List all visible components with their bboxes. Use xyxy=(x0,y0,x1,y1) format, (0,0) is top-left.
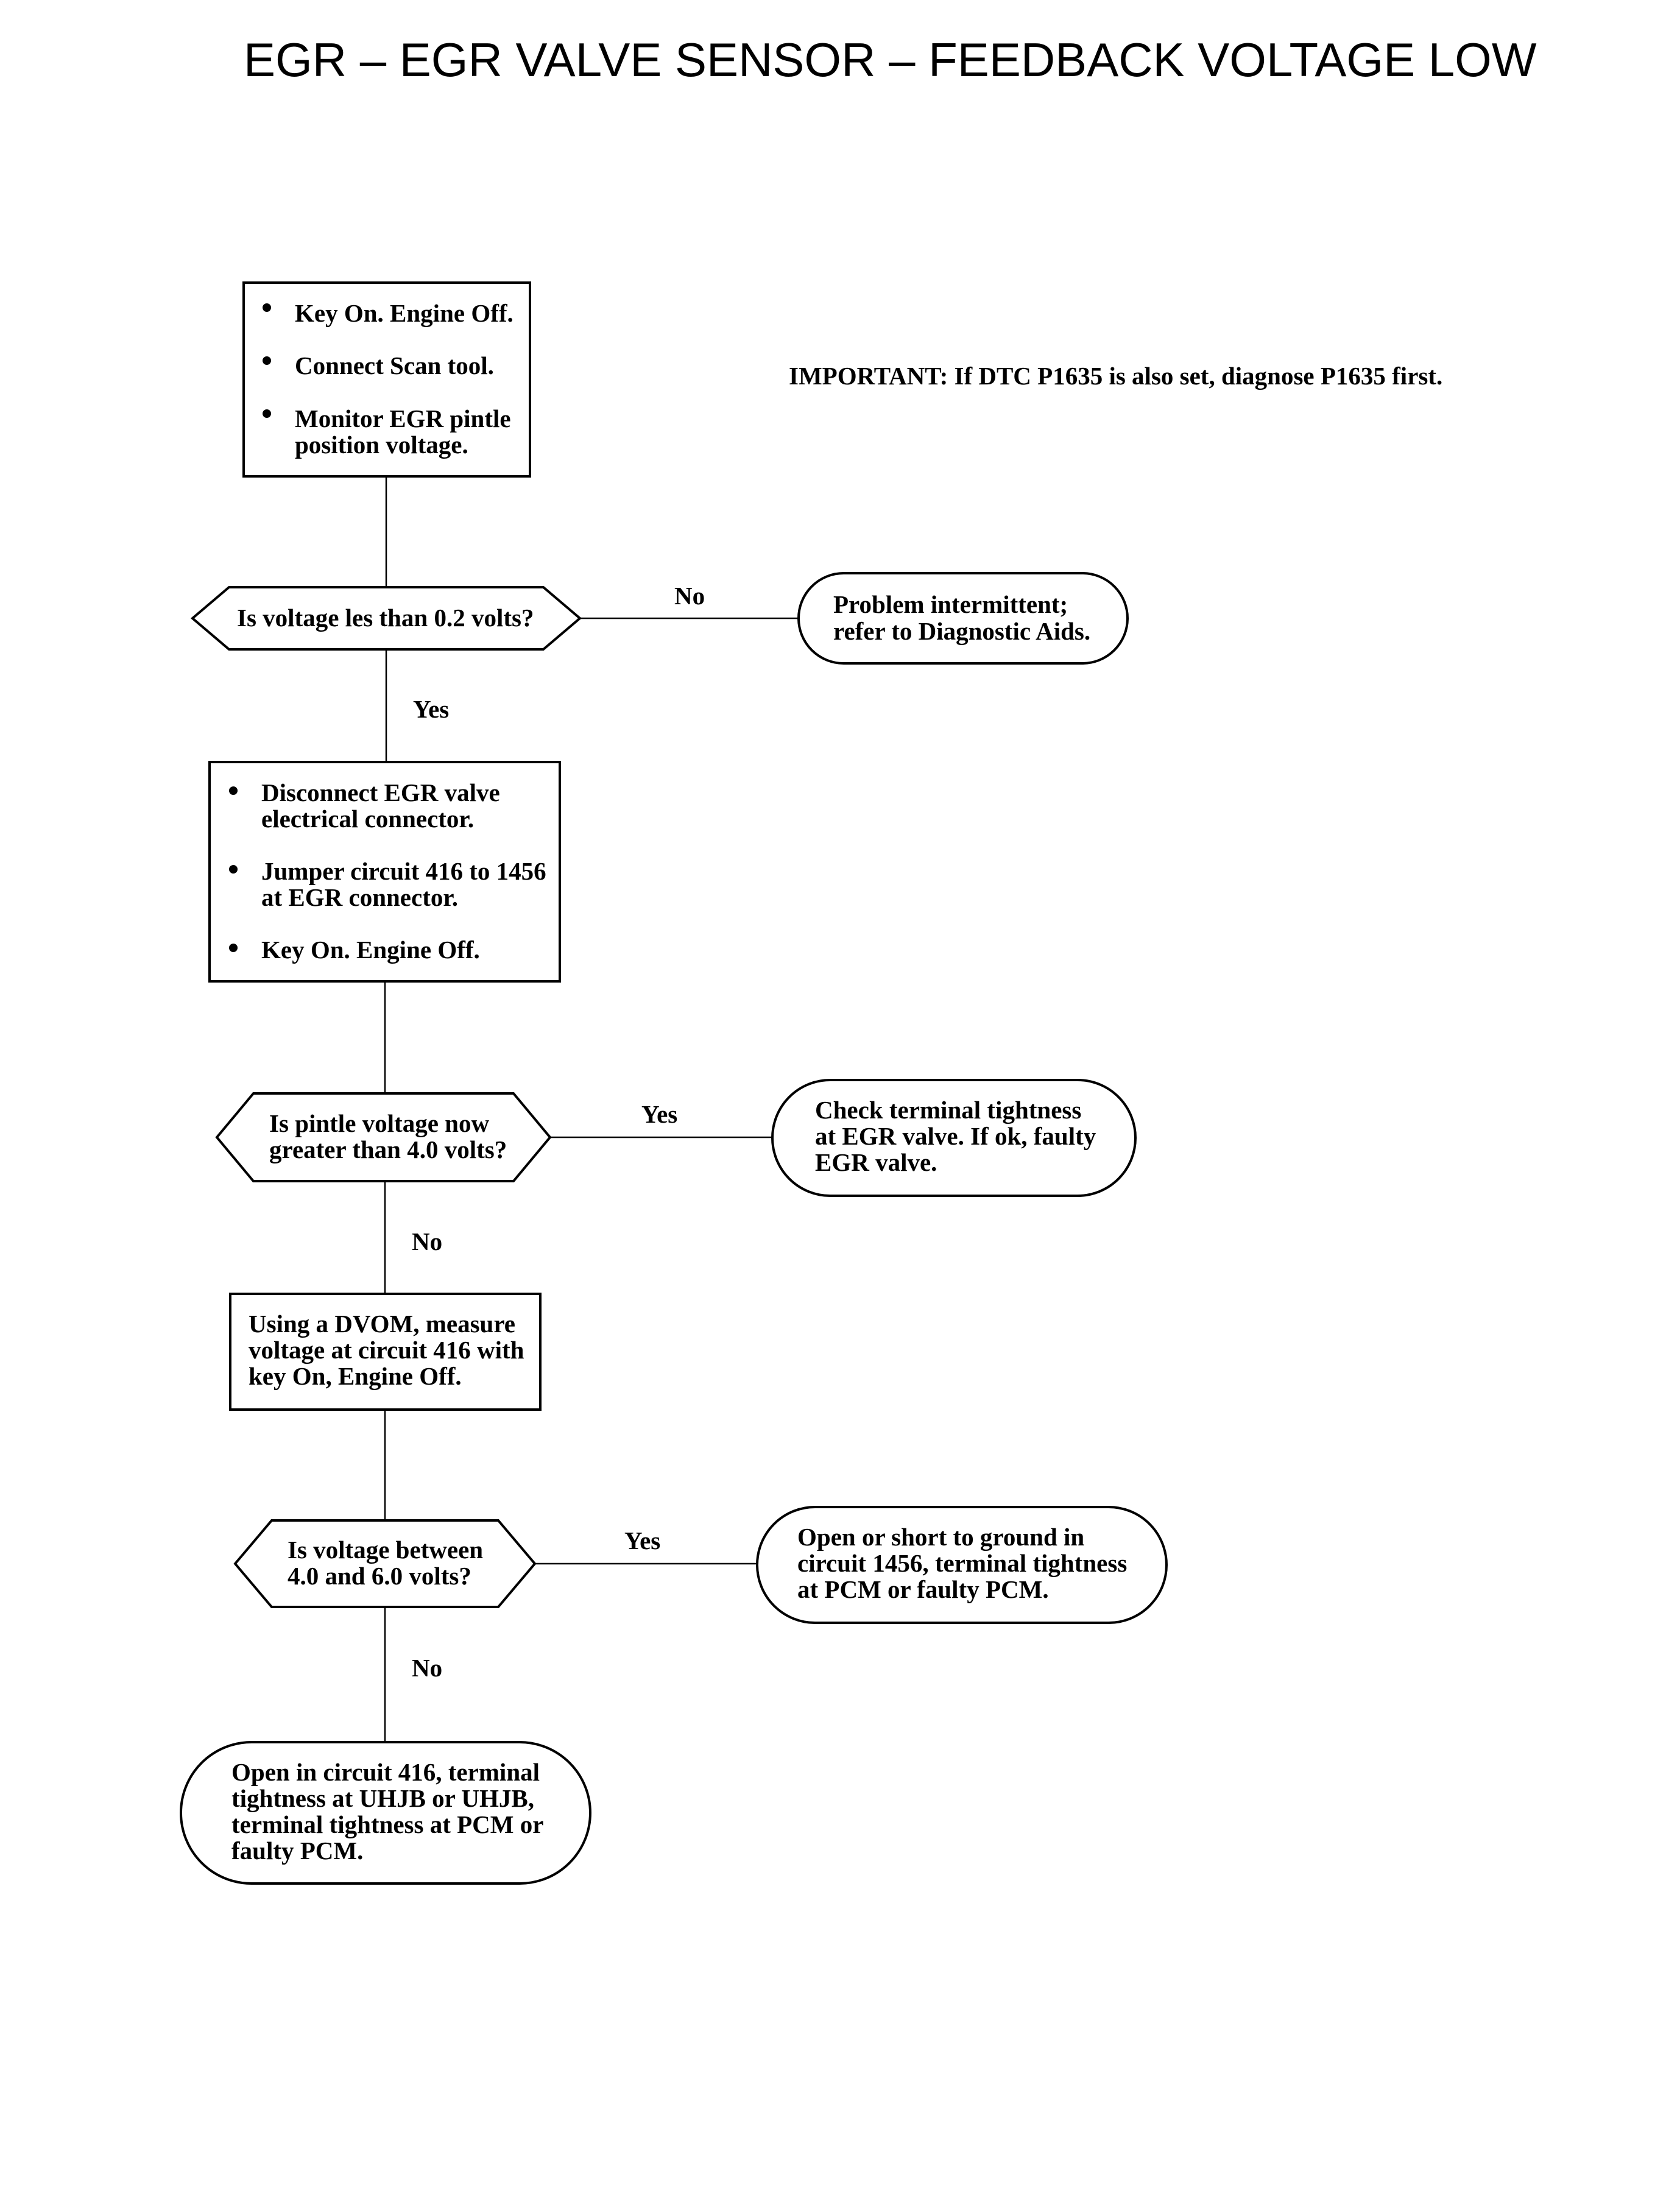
result1-text: Problem intermittent; xyxy=(833,590,1068,618)
step3-text: key On, Engine Off. xyxy=(249,1362,462,1390)
decision2-no-label: No xyxy=(412,1227,442,1255)
step3-text: voltage at circuit 416 with xyxy=(249,1336,524,1364)
decision1-yes-label: Yes xyxy=(413,695,449,723)
result2-text: EGR valve. xyxy=(815,1148,937,1176)
step2-bullet-1: Disconnect EGR valve electrical connecto… xyxy=(229,778,500,833)
result2-terminal xyxy=(771,1079,1137,1197)
decision3-question: 4.0 and 6.0 volts? xyxy=(288,1562,471,1590)
step1-text: Key On. Engine Off. xyxy=(295,299,514,327)
step2-bullet-2: Jumper circuit 416 to 1456 at EGR connec… xyxy=(229,857,546,911)
step2-text: at EGR connector. xyxy=(261,883,458,911)
decision1-no-label: No xyxy=(674,582,705,610)
bullet-dot xyxy=(263,356,271,365)
decision1-question: Is voltage les than 0.2 volts? xyxy=(237,604,534,632)
bullet-dot xyxy=(229,944,238,952)
important-note: IMPORTANT: If DTC P1635 is also set, dia… xyxy=(789,362,1442,390)
result2-text: at EGR valve. If ok, faulty xyxy=(815,1122,1096,1150)
decision2-yes-label: Yes xyxy=(641,1100,677,1128)
step1-text: Monitor EGR pintle xyxy=(295,404,511,432)
step2-text: electrical connector. xyxy=(261,805,474,833)
step1-text: Connect Scan tool. xyxy=(295,351,494,380)
step2-bullet-3: Key On. Engine Off. xyxy=(229,936,480,964)
result2-text: Check terminal tightness xyxy=(815,1096,1081,1124)
page-title: EGR – EGR VALVE SENSOR – FEEDBACK VOLTAG… xyxy=(244,33,1537,86)
decision3-yes-label: Yes xyxy=(624,1527,660,1555)
result4-text: terminal tightness at PCM or xyxy=(231,1810,543,1838)
result1-terminal xyxy=(797,572,1129,665)
bullet-dot xyxy=(263,409,271,418)
step3-text: Using a DVOM, measure xyxy=(249,1310,515,1338)
step1-bullet-1: Key On. Engine Off. xyxy=(263,299,514,327)
step1-bullet-2: Connect Scan tool. xyxy=(263,351,494,380)
result3-text: circuit 1456, terminal tightness xyxy=(797,1549,1127,1577)
decision2-question: greater than 4.0 volts? xyxy=(269,1135,507,1163)
decision2-question: Is pintle voltage now xyxy=(269,1109,489,1137)
decision3-question: Is voltage between xyxy=(288,1536,483,1564)
step2-text: Key On. Engine Off. xyxy=(261,936,480,964)
decision3-no-label: No xyxy=(412,1654,442,1682)
bullet-dot xyxy=(229,786,238,795)
result4-text: faulty PCM. xyxy=(231,1837,363,1865)
result3-text: at PCM or faulty PCM. xyxy=(797,1575,1049,1603)
result4-text: Open in circuit 416, terminal xyxy=(231,1758,540,1786)
step2-text: Jumper circuit 416 to 1456 xyxy=(261,857,546,885)
result3-terminal xyxy=(756,1506,1168,1624)
result3-text: Open or short to ground in xyxy=(797,1523,1084,1551)
result1-text: refer to Diagnostic Aids. xyxy=(833,617,1090,645)
result4-terminal xyxy=(180,1741,591,1885)
step2-text: Disconnect EGR valve xyxy=(261,778,500,807)
bullet-dot xyxy=(263,303,271,312)
step1-text: position voltage. xyxy=(295,431,468,459)
bullet-dot xyxy=(229,865,238,874)
step1-bullet-3: Monitor EGR pintle position voltage. xyxy=(263,404,511,459)
result4-text: tightness at UHJB or UHJB, xyxy=(231,1784,534,1812)
